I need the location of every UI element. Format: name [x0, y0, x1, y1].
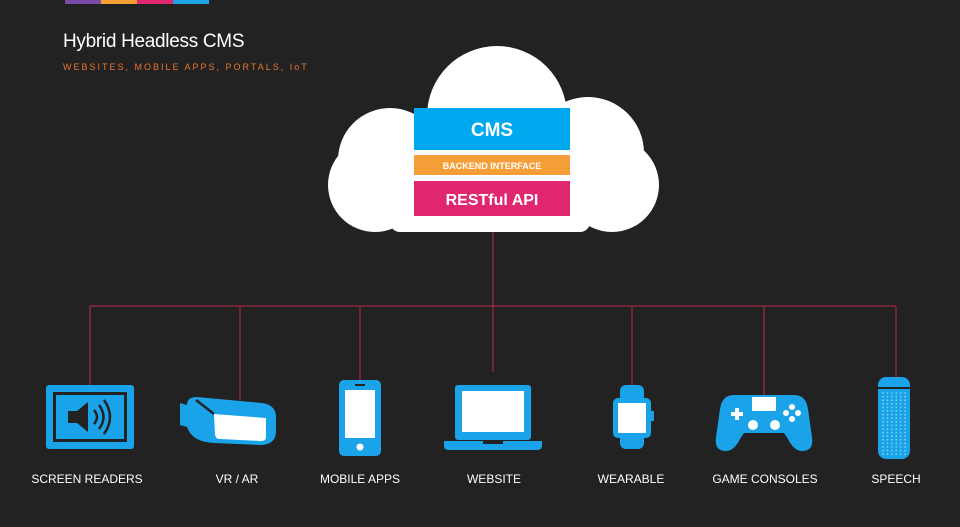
device-label-website: WEBSITE — [466, 472, 521, 486]
cms-layer-stack: CMS BACKEND INTERFACE RESTful API — [414, 108, 570, 216]
brand-color-bar — [65, 0, 209, 4]
smartwatch-icon — [613, 385, 654, 449]
smart-speaker-icon — [878, 377, 910, 459]
brand-color-orange — [101, 0, 137, 4]
device-label-game-consoles: GAME CONSOLES — [712, 472, 818, 486]
backend-interface-layer-label: BACKEND INTERFACE — [443, 161, 542, 171]
backend-interface-layer-box — [414, 155, 570, 175]
cms-layer-box — [414, 108, 570, 150]
vr-headset-icon — [180, 397, 276, 445]
page-title: Hybrid Headless CMS — [63, 31, 245, 52]
page-subtitle: WEBSITES, MOBILE APPS, PORTALS, IoT — [63, 62, 309, 72]
restful-api-layer-box — [414, 181, 570, 216]
brand-color-pink — [137, 0, 173, 4]
device-label-speech: SPEECH — [871, 472, 921, 486]
smartphone-icon — [339, 380, 381, 456]
device-label-screen-readers: SCREEN READERS — [31, 472, 143, 486]
brand-color-purple — [65, 0, 101, 4]
connector-lines — [89, 216, 897, 400]
screen-reader-icon — [46, 385, 134, 449]
device-label-vr-ar: VR / AR — [215, 472, 259, 486]
restful-api-layer-label: RESTful API — [446, 192, 539, 209]
device-label-wearable: WEARABLE — [597, 472, 665, 486]
laptop-icon — [444, 385, 542, 450]
gamepad-icon — [715, 395, 813, 451]
device-label-mobile-apps: MOBILE APPS — [319, 472, 401, 486]
cms-layer-label: CMS — [471, 120, 513, 141]
brand-color-blue — [173, 0, 209, 4]
